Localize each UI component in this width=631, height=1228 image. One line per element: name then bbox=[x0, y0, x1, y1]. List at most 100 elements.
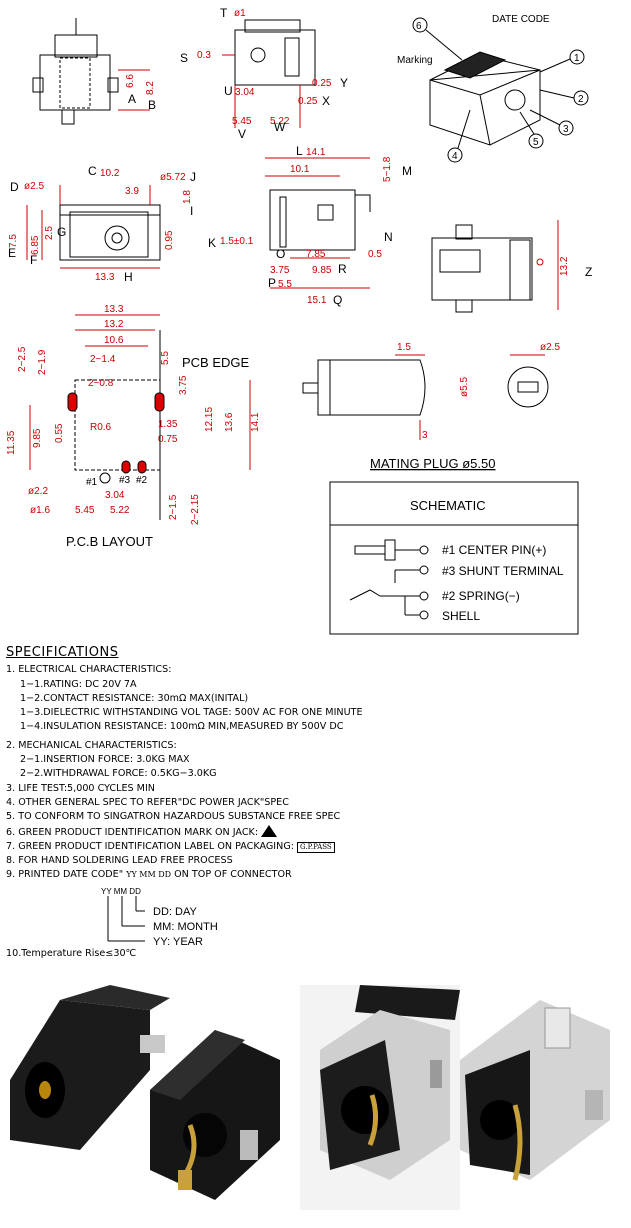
callout-6: 6 bbox=[416, 21, 422, 32]
specs-title: SPECIFICATIONS bbox=[6, 645, 119, 660]
dim-6-6: 6.6 bbox=[125, 74, 136, 88]
pcb-dim-10-6: 10.6 bbox=[104, 335, 124, 346]
dim-10-1: 10.1 bbox=[290, 164, 310, 175]
spec-9-text: 9. PRINTED DATE CODE" bbox=[6, 869, 124, 881]
spec-4: 4. OTHER GENERAL SPEC TO REFER"DC POWER … bbox=[6, 796, 289, 808]
pcb-dim-14-1: 14.1 bbox=[250, 412, 261, 432]
letter-t: T bbox=[220, 6, 228, 20]
product-photo-4 bbox=[460, 1000, 610, 1181]
letter-e: E bbox=[8, 246, 16, 260]
pcb-dim-2-2-5: 2~2.5 bbox=[17, 346, 28, 372]
letter-o: O bbox=[276, 247, 285, 261]
spec-5: 5. TO CONFORM TO SINGATRON HAZARDOUS SUB… bbox=[6, 811, 341, 823]
pcb-dim-2-2-15: 2~2.15 bbox=[190, 494, 201, 525]
schematic-shell: SHELL bbox=[442, 609, 480, 623]
pcb-pin-2: #2 bbox=[136, 475, 148, 486]
schematic-shunt: #3 SHUNT TERMINAL bbox=[442, 564, 564, 578]
schematic-spring: #2 SPRING(−) bbox=[442, 589, 520, 603]
letter-v: V bbox=[238, 127, 246, 141]
dim-1-5: 1.5±0.1 bbox=[220, 236, 254, 247]
technical-drawing: A B 6.6 8.2 T ø1 S 0.3 0.25 Y U 3.04 0.2… bbox=[6, 6, 592, 635]
letter-g: G bbox=[57, 225, 66, 239]
product-photo-3 bbox=[300, 985, 460, 1210]
pcb-dim-13-6: 13.6 bbox=[224, 412, 235, 432]
spec-1-3: 1−3.DIELECTRIC WITHSTANDING VOL TAGE: 50… bbox=[20, 707, 363, 719]
date-code-legend: YY MM DD DD: DAY MM: MONTH YY: YEAR bbox=[101, 887, 218, 948]
letter-x: X bbox=[322, 94, 330, 108]
top-right-view bbox=[431, 220, 559, 313]
spec-2-1: 2−1.INSERTION FORCE: 3.0KG MAX bbox=[20, 754, 190, 766]
callout-5: 5 bbox=[533, 137, 539, 148]
callout-4: 4 bbox=[452, 151, 458, 162]
dim-7-5: 7.5 bbox=[8, 234, 19, 248]
dim-d2-5: ø2.5 bbox=[24, 181, 44, 192]
schematic-center-pin: #1 CENTER PIN(+) bbox=[442, 543, 546, 557]
callout-2: 2 bbox=[578, 94, 584, 105]
plug-dim-1-5: 1.5 bbox=[397, 342, 411, 353]
pcb-dim-12-15: 12.15 bbox=[204, 407, 215, 432]
pcb-dim-0-55: 0.55 bbox=[54, 423, 65, 443]
plug-dim-d5-5: ø5.5 bbox=[459, 377, 470, 397]
letter-y: Y bbox=[340, 76, 348, 90]
spec-7-text: 7. GREEN PRODUCT IDENTIFICATION LABEL ON… bbox=[6, 840, 294, 852]
spec-9-code: YY MM DD bbox=[126, 870, 172, 880]
letter-u: U bbox=[224, 84, 233, 98]
plug-dim-d2-5: ø2.5 bbox=[540, 342, 560, 353]
product-photos bbox=[0, 968, 631, 1228]
dim-d5-72: ø5.72 bbox=[160, 172, 186, 183]
letter-w: W bbox=[274, 120, 286, 134]
spec-10: 10.Temperature Rise≤30℃ bbox=[6, 948, 137, 959]
pcb-dim-r0-6: R0.6 bbox=[90, 422, 112, 433]
dim-10-2: 10.2 bbox=[100, 168, 120, 179]
mating-plug-drawing bbox=[302, 354, 549, 440]
dim-1-8: 1.8 bbox=[182, 190, 193, 204]
spec-7: 7. GREEN PRODUCT IDENTIFICATION LABEL ON… bbox=[6, 840, 616, 854]
date-code-header: YY MM DD bbox=[101, 887, 141, 896]
spec-2-2: 2−2.WITHDRAWAL FORCE: 0.5KG−3.0KG bbox=[20, 768, 217, 780]
pcb-edge: PCB EDGE bbox=[182, 355, 250, 370]
pcb-dim-9-85: 9.85 bbox=[32, 428, 43, 448]
letter-r: R bbox=[338, 262, 347, 276]
pcb-dim-0-75: 0.75 bbox=[158, 434, 178, 445]
pcb-dim-2-0-8: 2~0.8 bbox=[88, 378, 114, 389]
spec-6: 6. GREEN PRODUCT IDENTIFICATION MARK ON … bbox=[6, 824, 616, 840]
side-view bbox=[265, 157, 371, 289]
pcb-dim-11-35: 11.35 bbox=[6, 430, 17, 455]
product-photo-1 bbox=[10, 985, 170, 1150]
dim-13-3: 13.3 bbox=[95, 272, 115, 283]
letter-q: Q bbox=[333, 293, 342, 307]
dim-7-85: 7.85 bbox=[306, 249, 326, 260]
dim-9-85: 9.85 bbox=[312, 265, 332, 276]
letter-f: F bbox=[30, 253, 37, 267]
green-mark-triangle-icon bbox=[261, 824, 278, 837]
product-photo-2 bbox=[150, 1030, 280, 1200]
pcb-dim-13-2: 13.2 bbox=[104, 319, 124, 330]
pcb-dim-3-75: 3.75 bbox=[178, 375, 189, 395]
pcb-dim-2-1-9: 2~1.9 bbox=[37, 349, 48, 375]
spec-1: 1. ELECTRICAL CHARACTERISTICS: bbox=[6, 664, 172, 676]
dim-15-1: 15.1 bbox=[307, 295, 327, 306]
pcb-dim-d1-6: ø1.6 bbox=[30, 505, 50, 516]
dim-0-25-a: 0.25 bbox=[312, 78, 332, 89]
dim-14-1: 14.1 bbox=[306, 147, 326, 158]
dim-3-75: 3.75 bbox=[270, 265, 290, 276]
pcb-dim-2-1-4: 2~1.4 bbox=[90, 354, 116, 365]
top-left-view bbox=[32, 18, 150, 125]
dim-0-95: 0.95 bbox=[164, 230, 175, 250]
letter-n: N bbox=[384, 230, 393, 244]
dim-5-22: 5.22 bbox=[270, 116, 290, 127]
callout-1: 1 bbox=[574, 53, 580, 64]
letter-c: C bbox=[88, 164, 97, 178]
iso-marking: Marking bbox=[397, 55, 433, 66]
spec-6-text: 6. GREEN PRODUCT IDENTIFICATION MARK ON … bbox=[6, 826, 259, 838]
top-mid-view bbox=[222, 19, 316, 128]
gp-pass-label: G.P.PASS bbox=[297, 841, 335, 853]
spec-1-4: 1−4.INSULATION RESISTANCE: 100mΩ MIN,MEA… bbox=[20, 721, 344, 733]
date-mm: MM: MONTH bbox=[153, 921, 218, 933]
spec-9-tail: ON TOP OF CONNECTOR bbox=[174, 869, 292, 881]
letter-m: M bbox=[402, 164, 412, 178]
letter-h: H bbox=[124, 270, 133, 284]
pcb-pin-1: #1 bbox=[86, 477, 98, 488]
spec-1-2: 1−2.CONTACT RESISTANCE: 30mΩ MAX(INITAL) bbox=[20, 692, 249, 704]
dim-8-2: 8.2 bbox=[145, 81, 156, 95]
